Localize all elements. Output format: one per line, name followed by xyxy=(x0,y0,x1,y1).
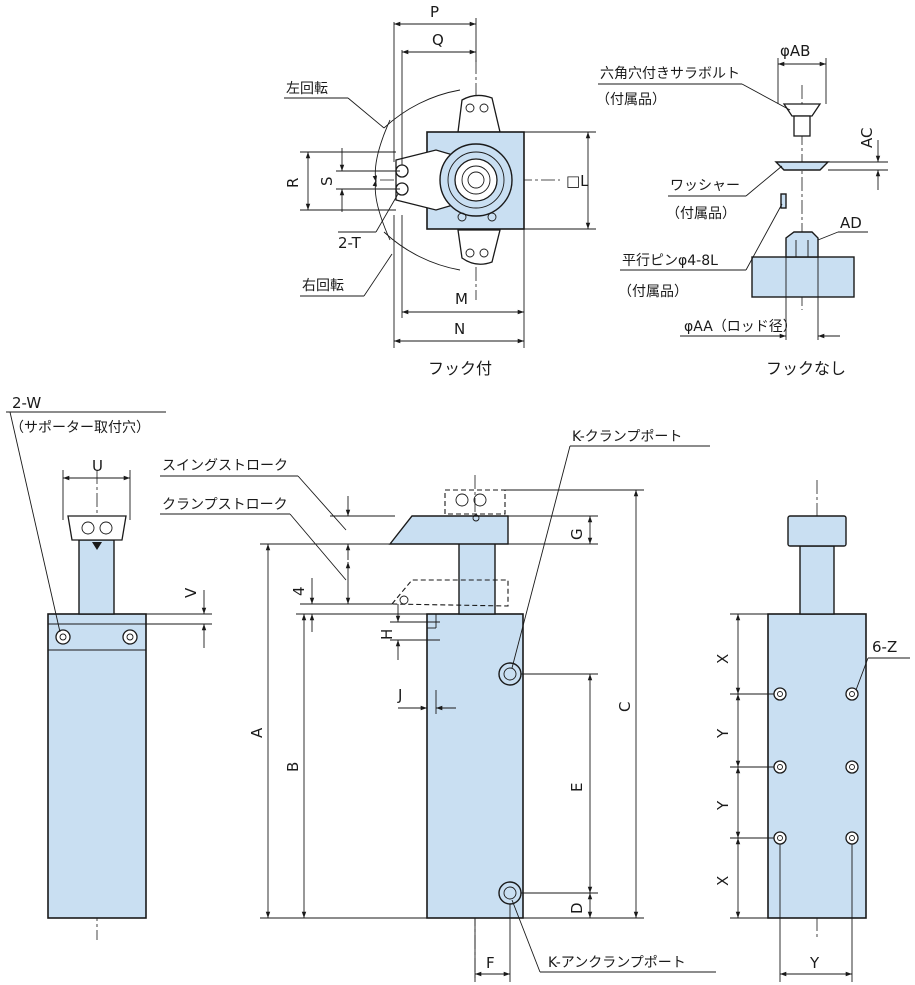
label-washer: ワッシャー xyxy=(670,178,740,194)
dim-AB: φAB xyxy=(780,42,810,60)
dim-F: F xyxy=(486,954,495,972)
dim-N: N xyxy=(454,320,465,338)
label-clamp-port: K-クランプポート xyxy=(572,429,682,445)
label-hex-bolt: 六角穴付きサラボルト xyxy=(600,66,740,82)
dim-H: H xyxy=(378,629,396,640)
label-pin-note: （付属品） xyxy=(618,284,688,300)
dim-R: R xyxy=(284,178,302,188)
dim-D: D xyxy=(568,902,586,914)
dim-B: B xyxy=(284,762,302,772)
mounting-holes xyxy=(773,687,859,845)
support-hole-left xyxy=(55,629,71,645)
left-body xyxy=(47,613,147,919)
caption-without-hook: フックなし xyxy=(766,359,846,378)
label-right-rotation: 右回転 xyxy=(302,278,344,294)
clamp-port xyxy=(498,662,522,686)
top-view: P Q R S □L M N 左回転 右回転 xyxy=(284,3,596,378)
dim-M: M xyxy=(455,290,468,308)
dim-G: G xyxy=(568,528,586,540)
dim-J: J xyxy=(397,686,402,704)
label-hex-bolt-note: （付属品） xyxy=(596,92,666,108)
label-pin: 平行ピンφ4-8L xyxy=(622,253,718,269)
label-swing-stroke: スイングストローク xyxy=(162,458,288,474)
label-clamp-stroke: クランプストローク xyxy=(162,497,288,513)
dim-Y-bottom: Y xyxy=(809,954,820,972)
dim-AA: φAA（ロッド径） xyxy=(684,319,797,335)
dim-S: S xyxy=(318,176,336,186)
label-2W: 2-W xyxy=(12,394,41,412)
front-body xyxy=(426,613,524,919)
dim-L: □L xyxy=(566,172,589,190)
dim-Q: Q xyxy=(432,31,444,49)
dim-4: 4 xyxy=(290,586,308,596)
unclamp-port xyxy=(498,881,522,905)
left-view: U V 2-W （サポーター取付穴） xyxy=(6,394,212,940)
label-2W-note: （サポーター取付穴） xyxy=(10,420,150,436)
right-view: X Y Y X Y 6-Z xyxy=(714,480,910,982)
label-washer-note: （付属品） xyxy=(666,206,736,222)
label-6Z: 6-Z xyxy=(872,638,897,656)
label-unclamp-port: K-アンクランプポート xyxy=(548,955,686,971)
dim-X-bottom: X xyxy=(714,876,732,886)
hookless-view: φAB AC AD φAA（ロッド径） 六角穴付きサラボルト （付属品） ワッシ… xyxy=(596,42,888,378)
label-left-rotation: 左回転 xyxy=(286,81,328,97)
dim-A: A xyxy=(248,727,266,738)
dim-Y-1: Y xyxy=(714,728,732,739)
dim-T: 2-T xyxy=(338,234,362,252)
dim-E: E xyxy=(568,783,586,792)
dim-AD: AD xyxy=(840,214,862,232)
front-view: A B 4 スイングストローク クランプストローク H J xyxy=(160,429,716,982)
dim-AC: AC xyxy=(858,128,876,148)
dim-C: C xyxy=(616,702,634,712)
dim-V: V xyxy=(182,587,200,598)
caption-with-hook: フック付 xyxy=(428,359,492,378)
dim-U: U xyxy=(92,457,103,475)
support-hole-right xyxy=(122,629,138,645)
dim-Y-2: Y xyxy=(714,800,732,811)
dim-X-top: X xyxy=(714,654,732,664)
dim-P: P xyxy=(430,3,439,21)
